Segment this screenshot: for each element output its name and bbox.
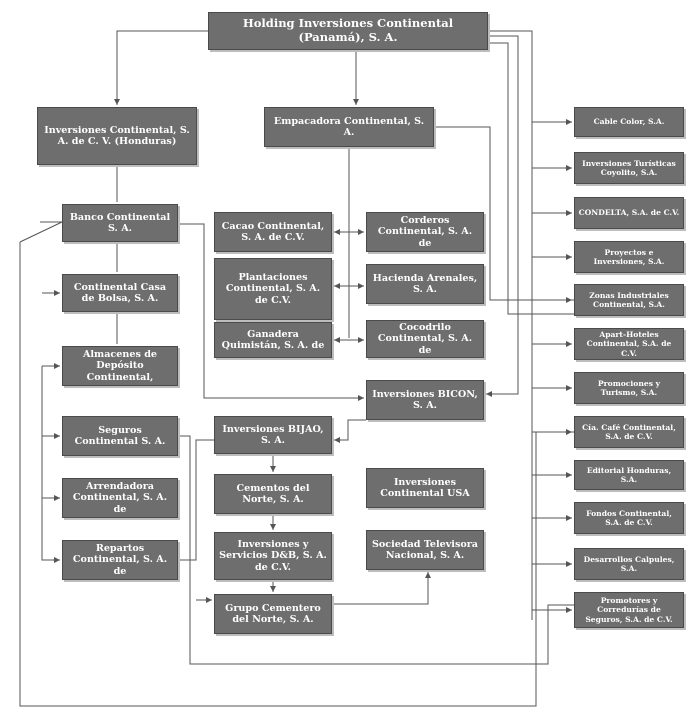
org-box-label: Inversiones Continental USA — [380, 476, 470, 500]
connector-banco-bicon — [178, 223, 364, 401]
org-box-zonas: Zonas Industriales Continental, S.A. — [574, 284, 684, 316]
org-box-proyectos: Proyectos e Inversiones, S.A. — [574, 241, 684, 273]
org-box-label: Sociedad Televisora Nacional, S. A. — [371, 538, 479, 562]
org-box-holding: Holding Inversiones Continental (Panamá)… — [208, 12, 488, 50]
org-box-seguros: Seguros Continental S. A. — [62, 416, 178, 456]
org-box-label: Inversiones BICON, S. A. — [372, 388, 478, 412]
connector-holding-honduras — [114, 30, 208, 105]
org-box-label: Banco Continental S. A. — [69, 211, 171, 235]
org-box-grupo-cementero: Grupo Cementero del Norte, S. A. — [214, 594, 332, 634]
connector-line-1 — [19, 221, 63, 243]
org-box-hacienda: Hacienda Arenales, S. A. — [366, 264, 484, 304]
org-box-cacao: Cacao Continental, S. A. de C.V. — [214, 212, 332, 252]
connector-right-trunk — [488, 30, 533, 620]
connector-bicon-bijao — [334, 419, 366, 443]
org-box-arrendadora: Arrendadora Continental, S. A. de — [62, 478, 178, 518]
connector-grupo-televisora — [332, 572, 431, 605]
org-box-label: Empacadora Continental, S. A. — [273, 115, 425, 139]
org-box-label: Inversiones Turísticas Coyolito, S.A. — [582, 158, 676, 177]
org-box-corredurias: Promotores y Corredurías de Seguros, S.A… — [574, 592, 684, 628]
org-box-repartos: Repartos Continental, S. A. de — [62, 540, 178, 580]
org-box-ganadera: Ganadera Quimistán, S. A. de — [214, 322, 332, 358]
org-box-cocodrilo: Cocodrilo Continental, S. A. de — [366, 320, 484, 358]
connector-banco-cafe — [19, 242, 574, 707]
org-box-label: Inversiones y Servicios D&B, S. A. de C.… — [219, 538, 327, 573]
org-box-label: Almacenes de Depósito Continental, — [82, 348, 158, 383]
connector-almacenes-repartos — [41, 366, 60, 563]
org-box-label: Inversiones BIJAO, S. A. — [222, 423, 324, 447]
org-box-label: Desarrollos Calpules, S.A. — [583, 554, 675, 573]
org-box-label: CONDELTA, S.A. de C.V. — [578, 208, 680, 218]
org-box-coyolito: Inversiones Turísticas Coyolito, S.A. — [574, 152, 684, 184]
org-box-corderos: Corderos Continental, S. A. de — [366, 212, 484, 252]
org-box-label: Cacao Continental, S. A. de C.V. — [221, 220, 325, 244]
org-box-calpules: Desarrollos Calpules, S.A. — [574, 548, 684, 580]
org-box-label: Repartos Continental, S. A. de — [72, 542, 168, 577]
org-box-label: Promotores y Corredurías de Seguros, S.A… — [585, 596, 673, 624]
org-box-televisora: Sociedad Televisora Nacional, S. A. — [366, 530, 484, 570]
org-box-fondos: Fondos Continental, S.A. de C.V. — [574, 502, 684, 534]
org-box-honduras: Inversiones Continental, S. A. de C. V. … — [37, 107, 197, 165]
org-box-casa-bolsa: Continental Casa de Bolsa, S. A. — [62, 274, 178, 312]
org-box-label: Inversiones Continental, S. A. de C. V. … — [44, 124, 190, 148]
connector-seguros-corredurias — [178, 435, 574, 665]
connector-empacadora-zonas — [434, 126, 574, 301]
org-box-cable-color: Cable Color, S.A. — [574, 107, 684, 137]
org-box-label: Corderos Continental, S. A. de — [377, 214, 473, 249]
org-box-banco: Banco Continental S. A. — [62, 204, 178, 242]
org-box-promociones: Promociones y Turismo, S.A. — [574, 372, 684, 404]
org-box-label: Cía. Café Continental, S.A. de C.V. — [582, 422, 676, 441]
org-box-bijao: Inversiones BIJAO, S. A. — [214, 416, 332, 454]
org-box-label: Holding Inversiones Continental (Panamá)… — [242, 16, 454, 44]
org-box-label: Hacienda Arenales, S. A. — [372, 272, 478, 296]
connector-repartos-bijao — [178, 439, 214, 561]
org-box-label: Arrendadora Continental, S. A. de — [72, 480, 168, 515]
org-box-empacadora: Empacadora Continental, S. A. — [264, 107, 434, 147]
org-box-almacenes: Almacenes de Depósito Continental, — [62, 346, 178, 386]
org-box-label: Cable Color, S.A. — [593, 117, 665, 127]
org-box-db: Inversiones y Servicios D&B, S. A. de C.… — [214, 532, 332, 580]
org-box-label: Seguros Continental S. A. — [74, 424, 166, 448]
org-box-condelta: CONDELTA, S.A. de C.V. — [574, 197, 684, 229]
org-box-cementos: Cementos del Norte, S. A. — [214, 474, 332, 514]
org-box-label: Cocodrilo Continental, S. A. de — [377, 321, 473, 356]
org-box-cafe: Cía. Café Continental, S.A. de C.V. — [574, 416, 684, 448]
org-box-label: Proyectos e Inversiones, S.A. — [593, 247, 665, 266]
org-box-label: Apart-Hoteles Continental, S.A. de C.V. — [586, 330, 672, 358]
org-box-label: Continental Casa de Bolsa, S. A. — [73, 281, 167, 305]
org-box-plantaciones: Plantaciones Continental, S. A. de C.V. — [214, 258, 332, 320]
org-box-apart-hoteles: Apart-Hoteles Continental, S.A. de C.V. — [574, 328, 684, 360]
org-box-label: Cementos del Norte, S. A. — [236, 482, 310, 506]
org-box-label: Plantaciones Continental, S. A. de C.V. — [225, 271, 321, 306]
org-box-label: Ganadera Quimistán, S. A. de — [221, 328, 325, 352]
org-box-usa: Inversiones Continental USA — [366, 468, 484, 508]
org-box-label: Editorial Honduras, S.A. — [586, 465, 672, 484]
org-box-bicon: Inversiones BICON, S. A. — [366, 380, 484, 420]
org-box-label: Zonas Industriales Continental, S.A. — [589, 290, 669, 309]
org-box-label: Fondos Continental, S.A. de C.V. — [586, 508, 672, 527]
org-box-editorial: Editorial Honduras, S.A. — [574, 460, 684, 490]
org-box-label: Grupo Cementero del Norte, S. A. — [225, 602, 321, 626]
connector-holding-zonas — [488, 42, 574, 315]
connector-holding-bicon — [486, 35, 519, 397]
org-box-label: Promociones y Turismo, S.A. — [597, 378, 661, 397]
